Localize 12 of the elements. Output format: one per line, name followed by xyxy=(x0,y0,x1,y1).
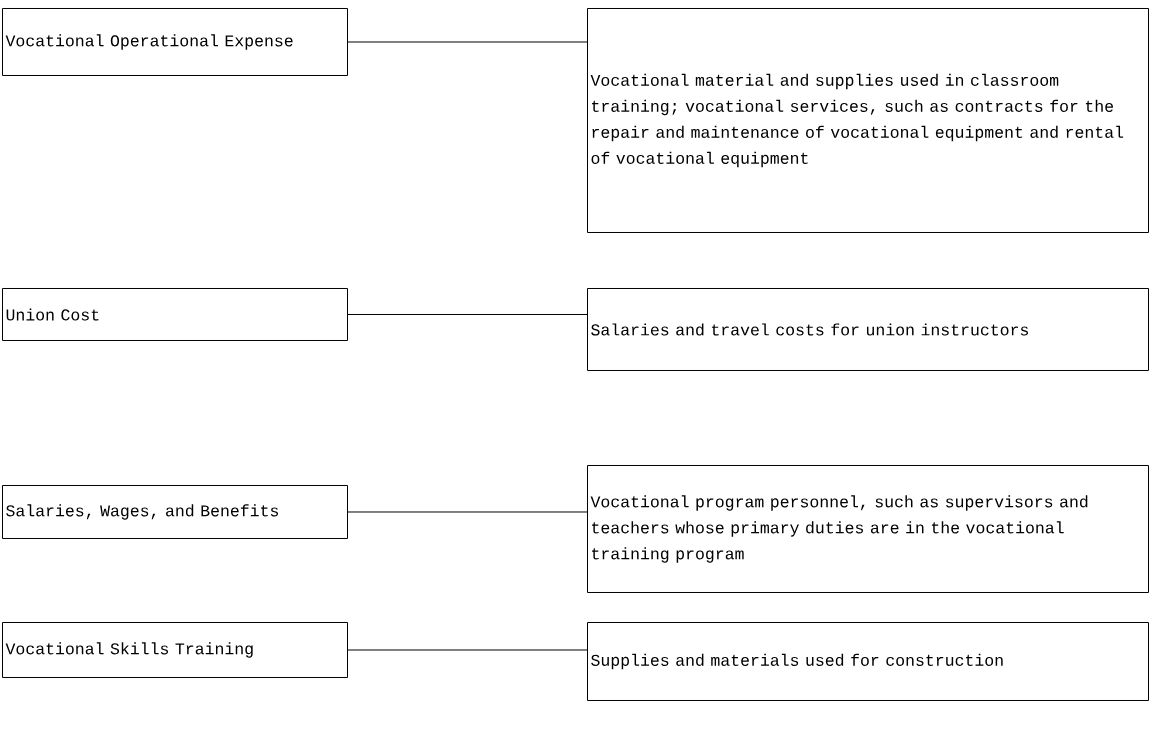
description-box: Vocational program personnel, such as supervisors and teachers whose primary duties are in the vocational training program xyxy=(587,465,1149,593)
connector-line xyxy=(347,511,588,513)
connector-line xyxy=(347,649,588,651)
connector-line xyxy=(347,41,588,43)
category-box: Salaries, Wages, and Benefits xyxy=(2,485,348,539)
connector-line xyxy=(347,314,588,315)
description-box: Vocational material and supplies used in classroom training; vocational services, such as contracts for the repair and maintenance of vocational equipment and rental of vocational equipment xyxy=(587,8,1149,233)
category-box: Vocational Skills Training xyxy=(2,622,348,678)
category-box: Vocational Operational Expense xyxy=(2,8,348,76)
description-box: Supplies and materials used for construction xyxy=(587,622,1149,701)
category-box: Union Cost xyxy=(2,288,348,341)
description-box: Salaries and travel costs for union instructors xyxy=(587,288,1149,371)
